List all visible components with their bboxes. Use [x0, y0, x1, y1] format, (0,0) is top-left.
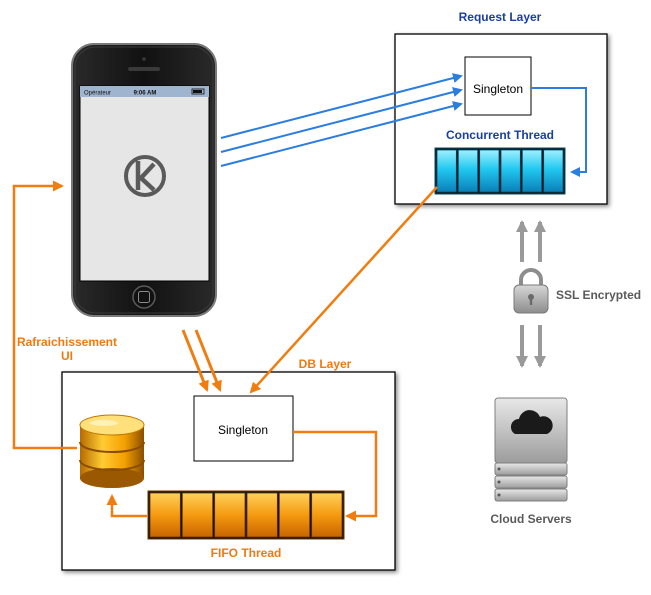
thread-cell [543, 149, 564, 193]
thread-cell [500, 149, 521, 193]
thread-cell [149, 492, 181, 538]
cloud-servers-label: Cloud Servers [490, 512, 572, 526]
request-singleton-label: Singleton [473, 82, 523, 96]
speaker-grille [128, 67, 160, 71]
database-icon [79, 414, 145, 488]
thread-cell [278, 492, 311, 538]
db-fifo-thread [147, 490, 345, 540]
request-thread-label: Concurrent Thread [446, 128, 554, 142]
db-layer-title: DB Layer [299, 357, 352, 371]
battery-icon [191, 88, 205, 95]
refresh-label-line1: Rafraichissement [17, 335, 117, 349]
thread-cell [457, 149, 479, 193]
k-logo-icon[interactable] [124, 155, 166, 197]
front-camera-icon [142, 57, 146, 61]
thread-cell [436, 149, 457, 193]
thread-cell [479, 149, 500, 193]
thread-cell [214, 492, 246, 538]
iphone-device: Opérateur 9:06 AM [71, 43, 217, 317]
status-bar [80, 86, 209, 97]
request-singleton-box [464, 56, 532, 116]
thread-cell [521, 149, 543, 193]
orange-flow-arrows [12, 180, 438, 522]
db-singleton-label: Singleton [218, 423, 268, 437]
home-button[interactable] [132, 285, 156, 309]
thread-cell [246, 492, 278, 538]
request-concurrent-thread [434, 147, 566, 195]
blue-request-arrows [220, 73, 587, 177]
ssl-connection-arrows [516, 220, 546, 368]
db-singleton-box [193, 395, 294, 462]
request-layer-title: Request Layer [459, 10, 542, 24]
cloud-server-icon [494, 397, 568, 502]
carrier-name: Opérateur [84, 91, 111, 97]
thread-cell [311, 492, 343, 538]
db-thread-label: FIFO Thread [211, 546, 282, 560]
refresh-label-line2: UI [61, 349, 73, 363]
lock-icon [513, 268, 549, 314]
status-time: 9:06 AM [134, 91, 157, 97]
thread-cell [181, 492, 214, 538]
ssl-label: SSL Encrypted [556, 288, 641, 302]
